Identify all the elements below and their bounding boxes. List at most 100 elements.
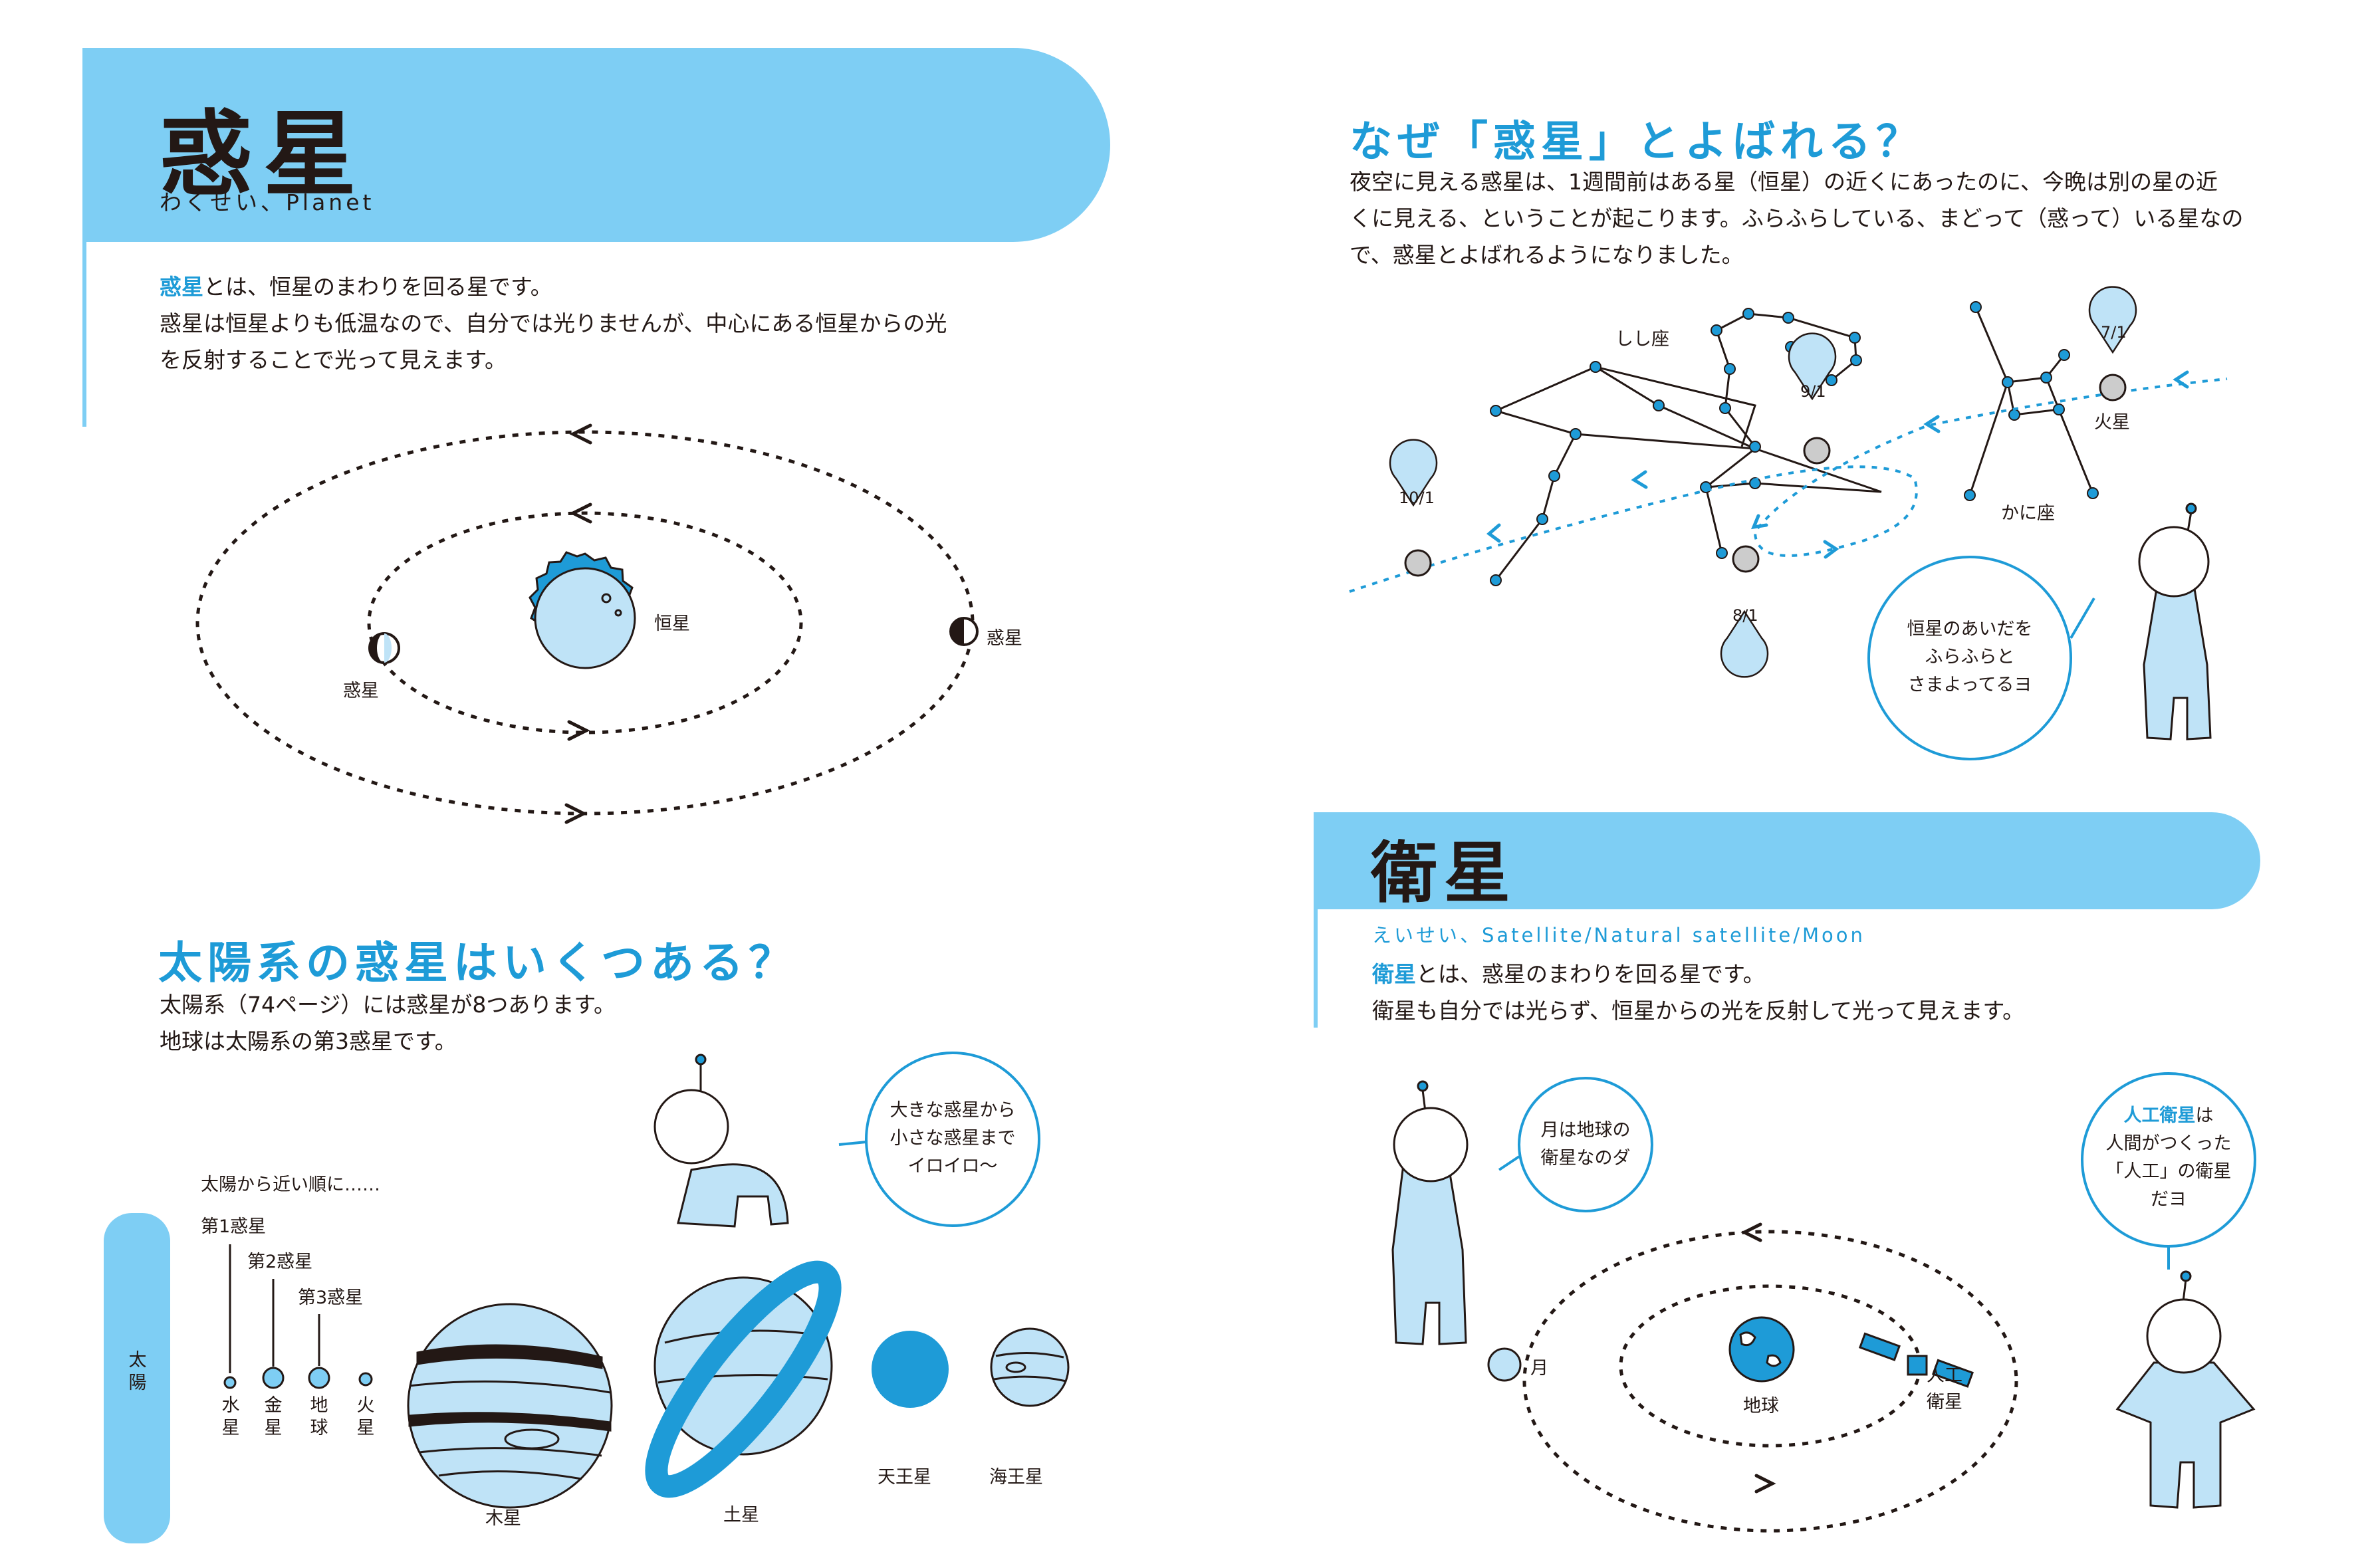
artificial-bubble-text: 人工衛星は 人間がつくった 「人工」の衛星 だヨ	[2082, 1102, 2255, 1214]
orbit-star-label: 恒星	[654, 614, 690, 634]
why-heading: なぜ「惑星」とよばれる？	[1350, 108, 1924, 169]
cancer-label: かに座	[2001, 503, 2055, 524]
mars-label-right: 火星	[2094, 412, 2130, 433]
neptune-label: 海王星	[989, 1467, 1043, 1488]
bubble-line: 衛星なのダ	[1540, 1148, 1631, 1169]
earth-icon	[1728, 1316, 1795, 1383]
satellite-keyword: 衛星	[1372, 961, 1416, 987]
planet-title: 惑星	[160, 101, 368, 209]
earth-label-right: 地球	[1743, 1396, 1779, 1416]
date-jul: 7/1	[2101, 323, 2127, 342]
why-line-2: くに見える、ということが起こります。ふらふらしている、まどって（惑って）いる星な…	[1350, 205, 2244, 231]
label-line: 衛星	[1927, 1392, 1962, 1412]
sun-shape	[104, 1213, 170, 1543]
why-line-1: 夜空に見える惑星は、1週間前はある星（恒星）の近くにあったのに、今晩は別の星の近	[1350, 169, 2218, 195]
intro-line-3: を反射することで光って見えます。	[160, 347, 507, 373]
bubble-line: 恒星のあいだを	[1907, 619, 2033, 639]
solar-bubble	[838, 1052, 1040, 1227]
neptune-icon	[990, 1327, 1070, 1407]
ordinal-1: 第1惑星	[201, 1216, 267, 1237]
left-vertical-rule	[82, 239, 86, 427]
planet-right-icon	[949, 617, 979, 646]
bubble-line: 小さな惑星まで	[889, 1128, 1016, 1149]
mercury-icon	[223, 1376, 237, 1389]
bubble-line: 大きな惑星から	[889, 1100, 1016, 1121]
astronaut-right-icon	[2115, 1270, 2256, 1509]
mars-label: 火星	[356, 1395, 375, 1438]
moon-bubble-text: 月は地球の 衛星なのダ	[1519, 1117, 1652, 1173]
sun-label: 太陽	[128, 1350, 147, 1393]
jupiter-label: 木星	[485, 1508, 521, 1529]
solar-line-2: 地球は太陽系の第3惑星です。	[160, 1028, 457, 1054]
bubble-line: ふらふらと	[1925, 647, 2015, 667]
wander-bubble-text: 恒星のあいだを ふらふらと さまよってるヨ	[1877, 616, 2063, 699]
bubble-line: さまよってるヨ	[1907, 675, 2032, 695]
inner-orbit	[367, 511, 803, 734]
why-heading-key: 惑星	[1493, 118, 1589, 167]
artificial-keyword: 人工衛星	[2123, 1105, 2196, 1126]
why-heading-post: 」とよばれる？	[1589, 118, 1924, 167]
date-oct: 10/1	[1399, 489, 1435, 507]
jupiter-icon	[407, 1303, 613, 1509]
earth-small-icon	[308, 1367, 330, 1389]
orbit-arrow-icon	[567, 720, 590, 741]
satellite-line-2: 衛星も自分では光らず、恒星からの光を反射して光って見えます。	[1372, 998, 2025, 1024]
leo-label: しし座	[1615, 329, 1669, 350]
satellite-subtitle: えいせい、Satellite/Natural satellite/Moon	[1372, 924, 1865, 947]
mercury-label: 水星	[221, 1395, 240, 1438]
bubble-line: 人間がつくった	[2105, 1133, 2232, 1154]
intro-line-1: とは、恒星のまわりを回る星です。	[203, 274, 552, 300]
moon-orbit	[1522, 1230, 2018, 1533]
planet-pos-jul	[2099, 374, 2127, 401]
earth-label: 地球	[310, 1395, 328, 1438]
saturn-icon	[645, 1260, 842, 1498]
mars-small-icon	[358, 1372, 373, 1387]
ordinal-3: 第3惑星	[298, 1288, 364, 1308]
satellite-title: 衛星	[1371, 834, 1517, 912]
orbit-planet-left-label: 惑星	[343, 681, 379, 701]
moon-bubble	[1518, 1077, 1653, 1212]
right-vertical-rule	[1314, 904, 1318, 1028]
planet-title-banner	[82, 48, 1110, 242]
moon-label: 月	[1530, 1358, 1548, 1379]
moon-icon	[1487, 1347, 1522, 1382]
venus-icon	[262, 1367, 285, 1389]
satellite-text: 衛星とは、惑星のまわりを回る星です。 衛星も自分では光らず、恒星からの光を反射し…	[1372, 956, 2024, 1029]
planet-pos-aug	[1732, 545, 1760, 573]
planet-pos-oct	[1404, 549, 1432, 577]
planet-left-icon	[368, 632, 400, 664]
astronaut-sitting-icon	[653, 1054, 789, 1228]
star-icon	[529, 551, 636, 669]
intro-line-2: 惑星は恒星よりも低温なので、自分では光りませんが、中心にある恒星からの光	[160, 310, 947, 336]
astronaut-left-icon	[1391, 1080, 1469, 1345]
planet-subtitle: わくせい、Planet	[160, 189, 375, 215]
order-label: 太陽から近い順に……	[201, 1175, 380, 1195]
satellite-title-banner	[1314, 812, 2260, 909]
orbit-arrow-icon	[569, 503, 592, 524]
uranus-label: 天王星	[878, 1467, 931, 1488]
bubble-line: 月は地球の	[1540, 1120, 1631, 1141]
satellite-line-1: とは、惑星のまわりを回る星です。	[1416, 961, 1765, 987]
uranus-icon	[872, 1331, 949, 1408]
orbit-arrow-icon	[569, 423, 592, 445]
planet-keyword: 惑星	[160, 274, 203, 300]
why-text: 夜空に見える惑星は、1週間前はある星（恒星）の近くにあったのに、今晩は別の星の近…	[1350, 164, 2243, 273]
orbit-arrow-icon	[564, 803, 588, 824]
solar-text: 太陽系（74ページ）には惑星が8つあります。 地球は太陽系の第3惑星です。	[160, 986, 616, 1060]
artificial-satellite-icon	[1858, 1332, 1974, 1388]
ordinal-2: 第2惑星	[247, 1252, 313, 1272]
planet-intro: 惑星とは、恒星のまわりを回る星です。 惑星は恒星よりも低温なので、自分では光りま…	[160, 269, 947, 378]
bubble-line: 「人工」の衛星	[2105, 1161, 2232, 1182]
bubble-line: イロイロ～	[907, 1156, 998, 1176]
planet-pos-sep	[1803, 437, 1831, 465]
date-aug: 8/1	[1732, 606, 1758, 625]
venus-label: 金星	[264, 1395, 283, 1438]
why-heading-pre: なぜ「	[1350, 118, 1493, 167]
solar-bubble-text: 大きな惑星から 小さな惑星まで イロイロ～	[866, 1097, 1039, 1180]
why-line-3: で、惑星とよばれるようになりました。	[1350, 242, 1744, 268]
wander-bubble	[1867, 556, 2095, 760]
solar-heading: 太陽系の惑星はいくつある？	[158, 937, 798, 988]
